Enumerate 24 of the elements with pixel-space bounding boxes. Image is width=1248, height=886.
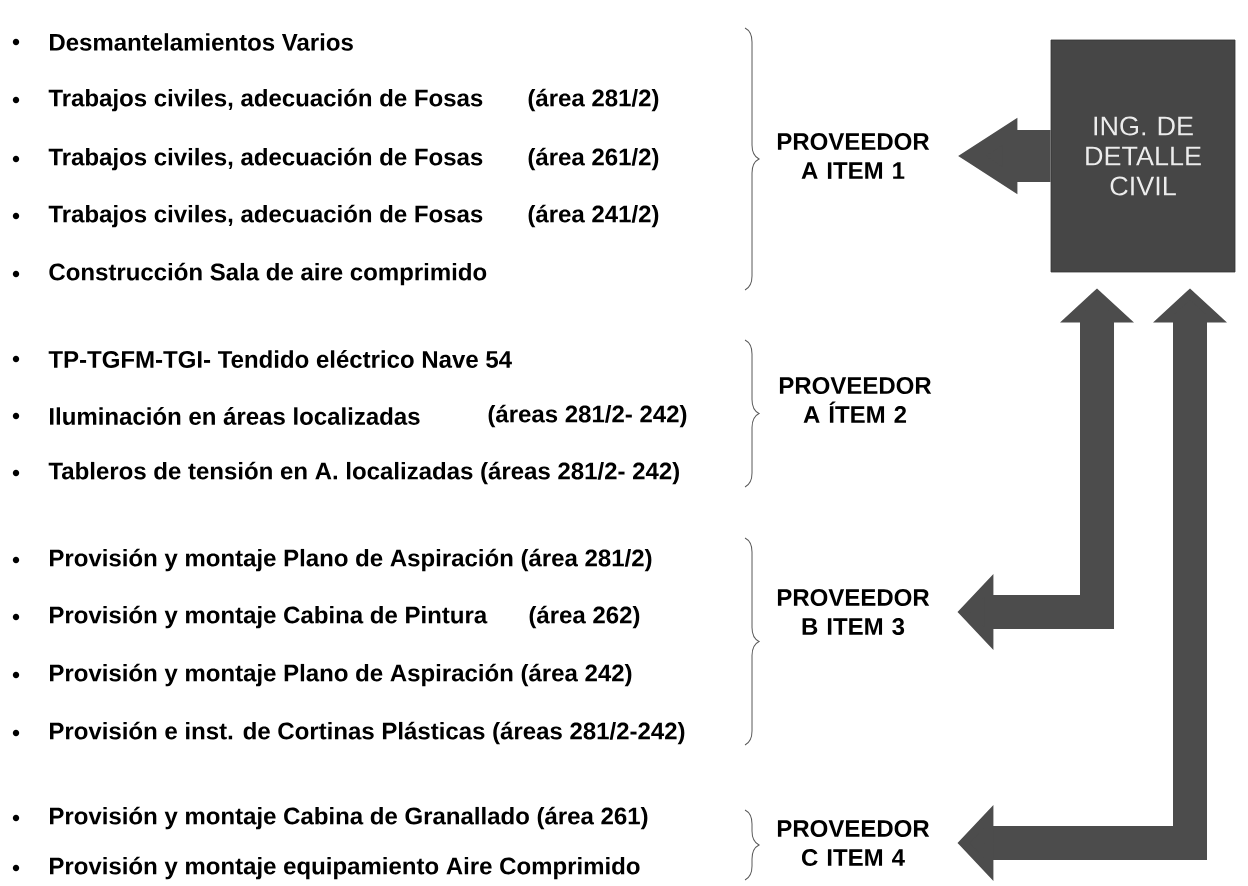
process-box: ING. DE DETALLE CIVIL [1050,39,1236,273]
list-item: (área 262) [529,605,640,629]
list-item: Construcción Sala de aire comprimido [49,262,487,286]
list-item: Provisión y montaje Plano de Aspiración (área 242) [50,663,632,687]
list-item: (área 261/2) [528,147,659,171]
list-item: (áreas 281/2- 242) [488,404,687,428]
list-item: Iluminación en áreas localizadas [50,407,420,425]
list-item: Provisión y montaje equipamiento Aire Comprimido [50,856,640,880]
list-item: Desmantelamientos Varios [50,33,353,51]
provider-label: PROVEEDOR A ITEM 1 [777,133,930,179]
list-item: Provisión y montaje Cabina de Pintura [50,605,488,629]
provider-label: PROVEEDOR A ÍTEM 2 [779,377,932,423]
provider-label: PROVEEDOR C ITEM 4 [777,820,930,866]
list-item: Trabajos civiles, adecuación de Fosas [48,88,483,112]
list-item: Provisión e inst. de Cortinas Plásticas (áreas 281/2-242) [50,721,685,745]
list-item: (área 241/2) [528,204,659,228]
list-item: TP-TGFM-TGI- Tendido eléctrico Nave 54 [48,350,512,368]
list-item: Provisión y montaje Plano de Aspiración (área 281/2) [50,548,652,572]
list-item: Provisión y montaje Cabina de Granallado (área 261) [50,806,648,830]
list-item: Trabajos civiles, adecuación de Fosas [48,147,483,171]
provider-label: PROVEEDOR B ITEM 3 [777,589,930,635]
list-item: Tableros de tensión en A. localizadas (áreas 281/2- 242) [48,461,679,485]
list-item: (área 281/2) [528,88,659,112]
list-item: Trabajos civiles, adecuación de Fosas [48,204,483,228]
